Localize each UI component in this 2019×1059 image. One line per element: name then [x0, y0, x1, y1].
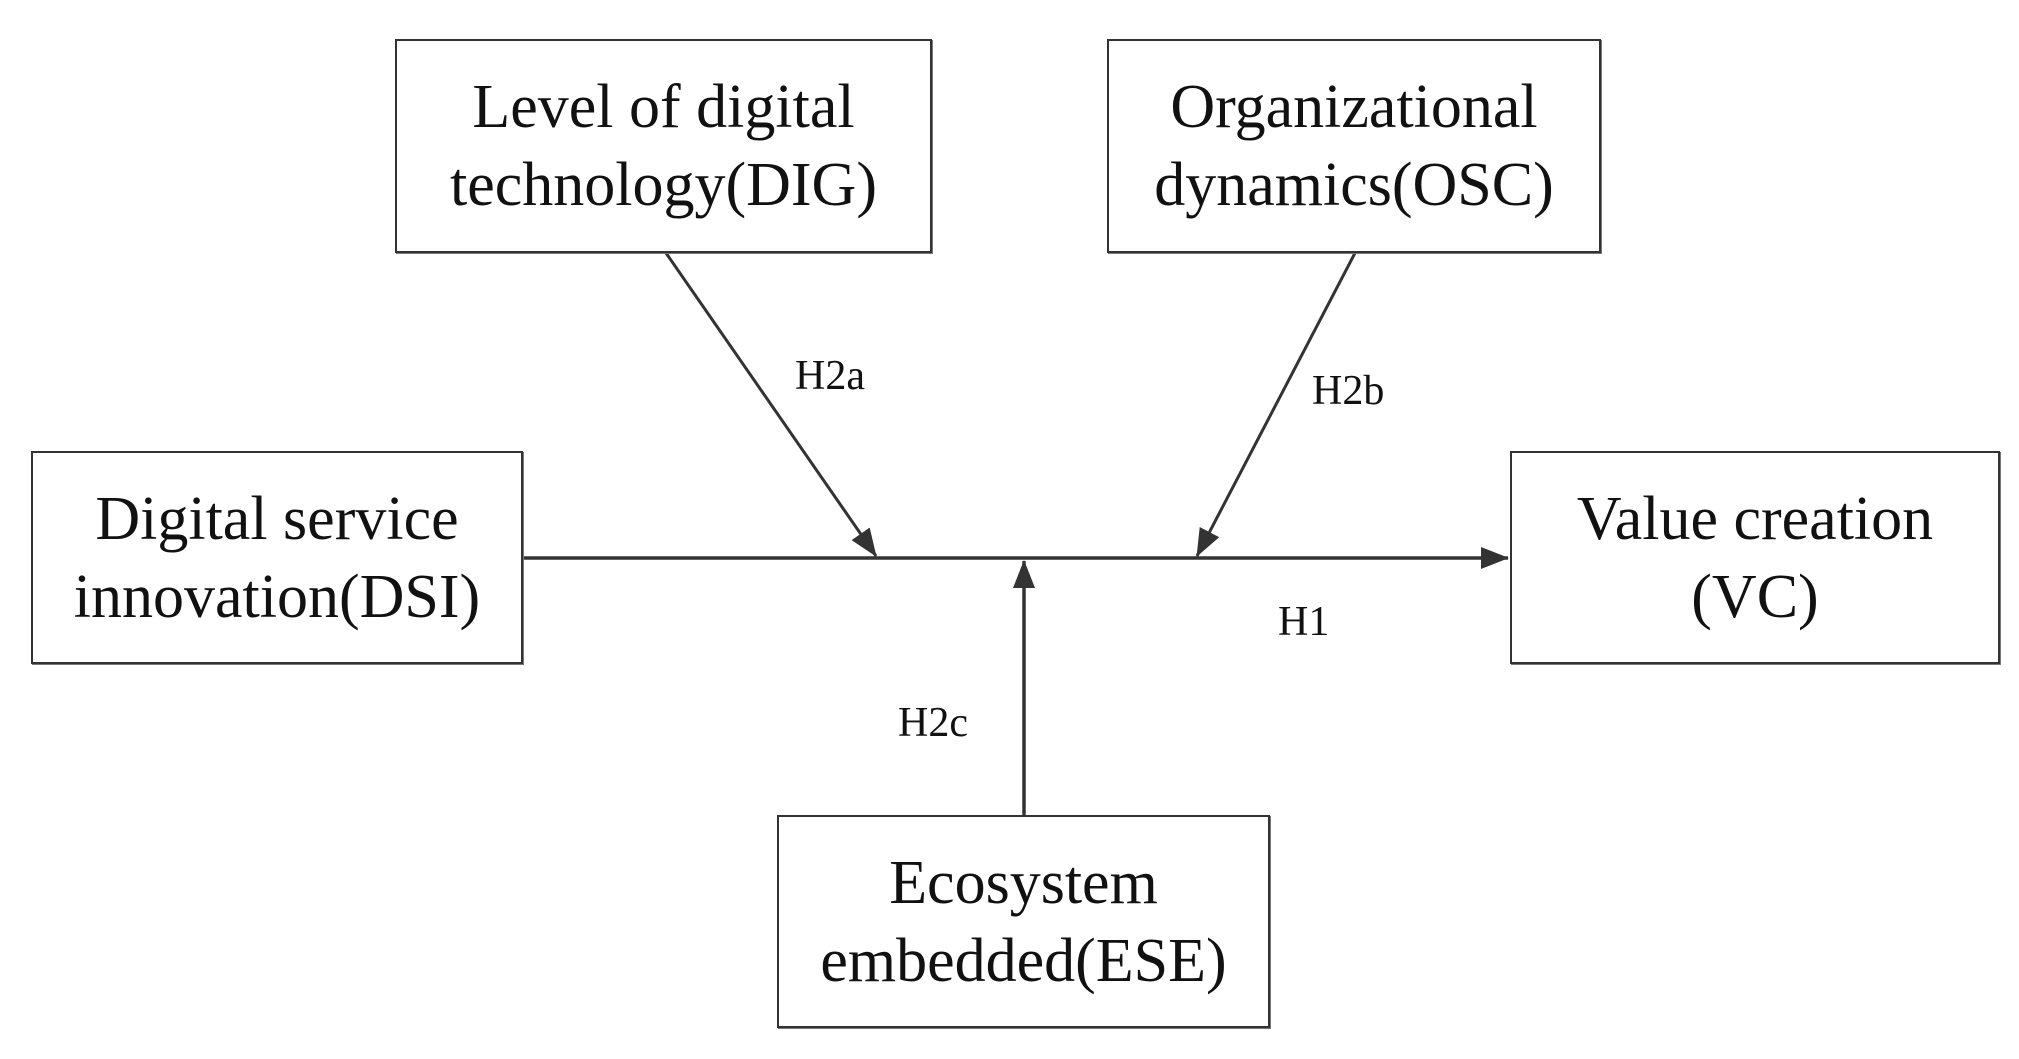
- node-dig: Level of digital technology(DIG): [395, 39, 932, 253]
- h2a-arrow: [664, 252, 878, 557]
- node-ese-line1: Ecosystem: [889, 848, 1158, 917]
- node-dsi-line2: innovation(DSI): [73, 562, 481, 631]
- node-dig-line1: Level of digital: [472, 73, 855, 141]
- node-osc-line2: dynamics(OSC): [1154, 151, 1554, 219]
- edge-label-h1: H1: [1278, 599, 1330, 645]
- node-vc-line1: Value creation: [1576, 484, 1934, 553]
- node-osc: Organizational dynamics(OSC): [1107, 39, 1601, 253]
- node-dsi: Digital service innovation(DSI): [31, 451, 523, 664]
- node-ese: Ecosystem embedded(ESE): [777, 815, 1270, 1028]
- node-vc: Value creation (VC): [1510, 451, 2000, 664]
- node-osc-line1: Organizational: [1170, 73, 1538, 141]
- h2b-arrow: [1195, 252, 1357, 557]
- node-dig-line2: technology(DIG): [450, 151, 877, 219]
- node-vc-line2: (VC): [1691, 562, 1819, 631]
- node-ese-line2: embedded(ESE): [820, 926, 1227, 995]
- edge-label-h2a: H2a: [795, 353, 865, 399]
- edge-label-h2b: H2b: [1312, 368, 1385, 414]
- edge-label-h2c: H2c: [898, 700, 968, 746]
- node-dsi-line1: Digital service: [95, 484, 459, 553]
